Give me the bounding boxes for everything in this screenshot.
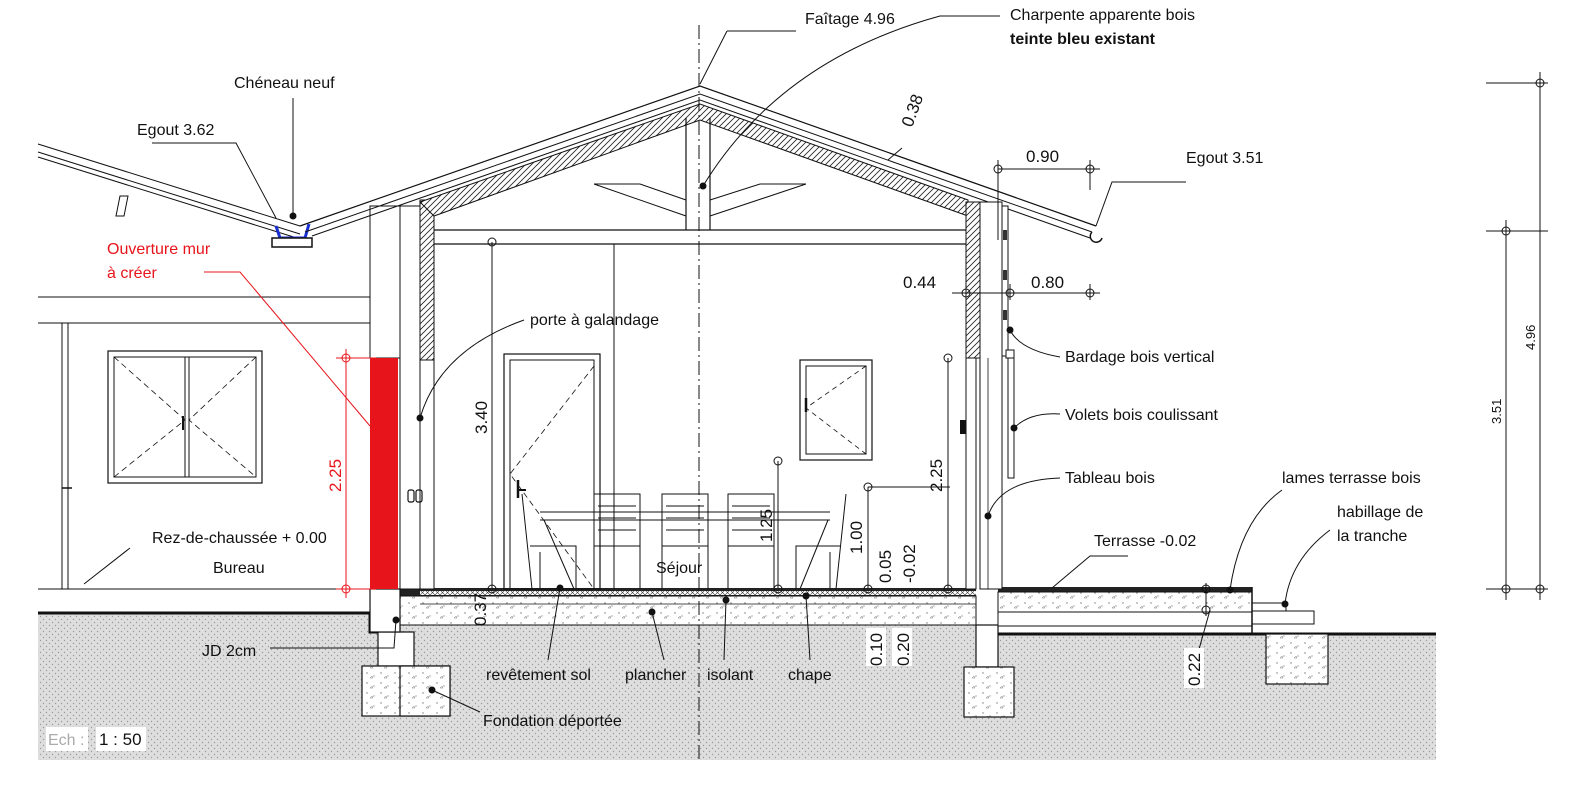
- leader-dots: [289, 182, 1289, 624]
- label-ouverture-1: Ouverture mur: [107, 241, 211, 258]
- label-bardage: Bardage bois vertical: [1065, 349, 1214, 366]
- label-isolant: isolant: [707, 667, 754, 684]
- dim-020: 0.20: [894, 633, 913, 666]
- label-volets: Volets bois coulissant: [1065, 407, 1219, 424]
- terrace: [997, 587, 1315, 634]
- foundations: [361, 624, 1329, 718]
- dim-002: -0.02: [900, 544, 919, 583]
- label-rdc: Rez-de-chaussée + 0.00: [152, 530, 327, 547]
- dim-080: 0.80: [1031, 273, 1064, 292]
- dim-090: 0.90: [1026, 147, 1059, 166]
- dim-044: 0.44: [903, 273, 936, 292]
- labels: Faîtage 4.96 Charpente apparente bois te…: [107, 7, 1423, 730]
- interior-window: [799, 359, 873, 461]
- label-faitage: Faîtage 4.96: [805, 11, 895, 28]
- interior-door: [503, 353, 601, 590]
- scale-box: Ech : 1 : 50: [46, 727, 146, 751]
- opening-to-create: [370, 358, 398, 589]
- label-porte-galandage: porte à galandage: [530, 312, 659, 329]
- leaders: [83, 15, 1331, 713]
- label-terrasse: Terrasse -0.02: [1094, 533, 1196, 550]
- dimension-lines: [491, 72, 1548, 616]
- dim-038: 0.38: [898, 92, 927, 130]
- scale-label: Ech :: [48, 732, 84, 749]
- dim-351: 3.51: [1489, 399, 1504, 424]
- dim-225-red: 2.25: [326, 459, 345, 492]
- label-tableau: Tableau bois: [1065, 470, 1155, 487]
- label-habillage-2: la tranche: [1337, 528, 1407, 545]
- dim-022: 0.22: [1185, 653, 1204, 686]
- dim-010: 0.10: [867, 633, 886, 666]
- dim-100: 1.00: [847, 521, 866, 554]
- label-charpente-1: Charpente apparente bois: [1010, 7, 1195, 24]
- label-egout-right: Egout 3.51: [1186, 150, 1264, 167]
- roof-truss: [434, 118, 966, 589]
- dim-005: 0.05: [876, 550, 895, 583]
- label-plancher: plancher: [625, 667, 687, 684]
- right-wall: [960, 201, 1015, 590]
- label-cheneau: Chéneau neuf: [234, 75, 335, 92]
- label-habillage-1: habillage de: [1337, 504, 1423, 521]
- dimension-red: [336, 349, 376, 598]
- label-egout-left: Egout 3.62: [137, 122, 215, 139]
- dim-225-right: 2.25: [927, 459, 946, 492]
- label-fondation: Fondation déportée: [483, 713, 622, 730]
- dim-340: 3.40: [472, 401, 491, 434]
- dimension-texts: 0.38 0.90 0.44 0.80 3.40 2.25 2.25 1.25 …: [326, 92, 1538, 688]
- label-jd: JD 2cm: [202, 643, 256, 660]
- label-revetement: revêtement sol: [486, 667, 591, 684]
- label-chape: chape: [788, 667, 832, 684]
- dimension-ticks: [341, 78, 1545, 615]
- dim-037: 0.37: [471, 593, 490, 626]
- dim-496: 4.96: [1523, 325, 1538, 350]
- scale-value: 1 : 50: [99, 730, 142, 749]
- label-lames-terrasse: lames terrasse bois: [1282, 470, 1421, 487]
- label-sejour: Séjour: [656, 560, 703, 577]
- dim-125: 1.25: [757, 509, 776, 542]
- floor-slab: [369, 588, 977, 633]
- left-roof: [37, 143, 313, 248]
- label-charpente-2: teinte bleu existant: [1010, 31, 1156, 48]
- label-bureau: Bureau: [213, 560, 265, 577]
- label-ouverture-2: à créer: [107, 265, 157, 282]
- existing-building: [38, 199, 435, 590]
- dining-set: [521, 493, 847, 590]
